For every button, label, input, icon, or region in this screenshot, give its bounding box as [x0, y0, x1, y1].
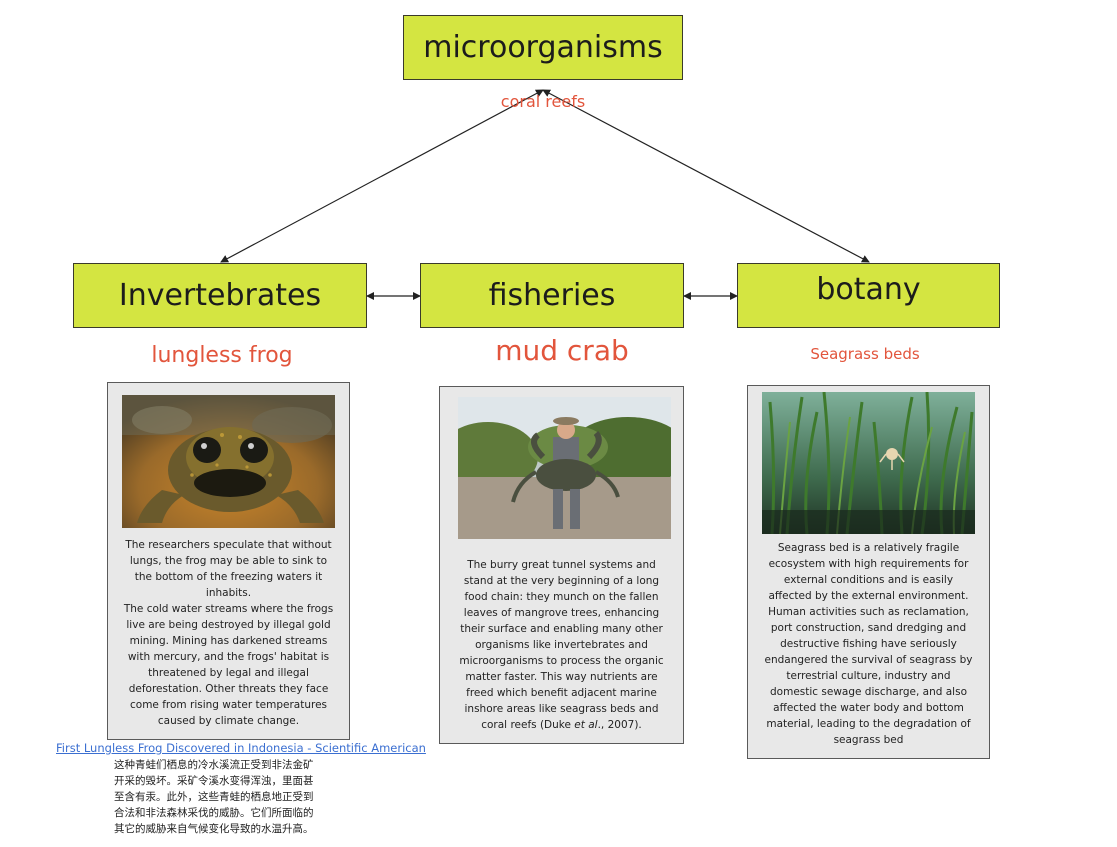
seagrass-description: Seagrass bed is a relatively fragile eco…: [764, 542, 973, 746]
label-lungless-frog: lungless frog: [151, 343, 293, 368]
node-fisheries[interactable]: fisheries: [420, 263, 684, 328]
crab-description: The burry great tunnel systems and stand…: [448, 557, 675, 733]
crab-description-end: ., 2007).: [597, 719, 642, 731]
seagrass-photo: [762, 392, 975, 534]
card-mud-crab: The burry great tunnel systems and stand…: [439, 386, 684, 744]
frog-description: The researchers speculate that without l…: [123, 539, 334, 727]
label-mud-crab: mud crab: [495, 334, 629, 367]
node-botany[interactable]: botany: [737, 263, 1000, 328]
chinese-translation: 这种青蛙们栖息的冷水溪流正受到非法金矿 开采的毁坏。采矿令溪水变得浑浊，里面甚 …: [114, 759, 314, 835]
label-seagrass-beds: Seagrass beds: [810, 345, 920, 363]
node-invertebrates-label: Invertebrates: [118, 278, 322, 313]
arrow-microorganisms-invertebrates: [220, 89, 544, 263]
label-coral-reefs: coral reefs: [500, 92, 586, 111]
node-microorganisms[interactable]: microorganisms: [403, 15, 683, 80]
arrow-microorganisms-botany: [542, 89, 870, 263]
crab-description-main: The burry great tunnel systems and stand…: [459, 559, 664, 731]
node-fisheries-label: fisheries: [488, 278, 616, 313]
card-seagrass: Seagrass bed is a relatively fragile eco…: [747, 385, 990, 759]
node-microorganisms-label: microorganisms: [423, 30, 663, 65]
crab-photo: [458, 397, 671, 539]
node-botany-label: botany: [816, 272, 921, 307]
card-lungless-frog: The researchers speculate that without l…: [107, 382, 350, 740]
scientific-american-link[interactable]: First Lungless Frog Discovered in Indone…: [56, 741, 426, 755]
frog-photo: [122, 395, 335, 528]
crab-description-italic: et al: [574, 719, 598, 731]
node-invertebrates[interactable]: Invertebrates: [73, 263, 367, 328]
